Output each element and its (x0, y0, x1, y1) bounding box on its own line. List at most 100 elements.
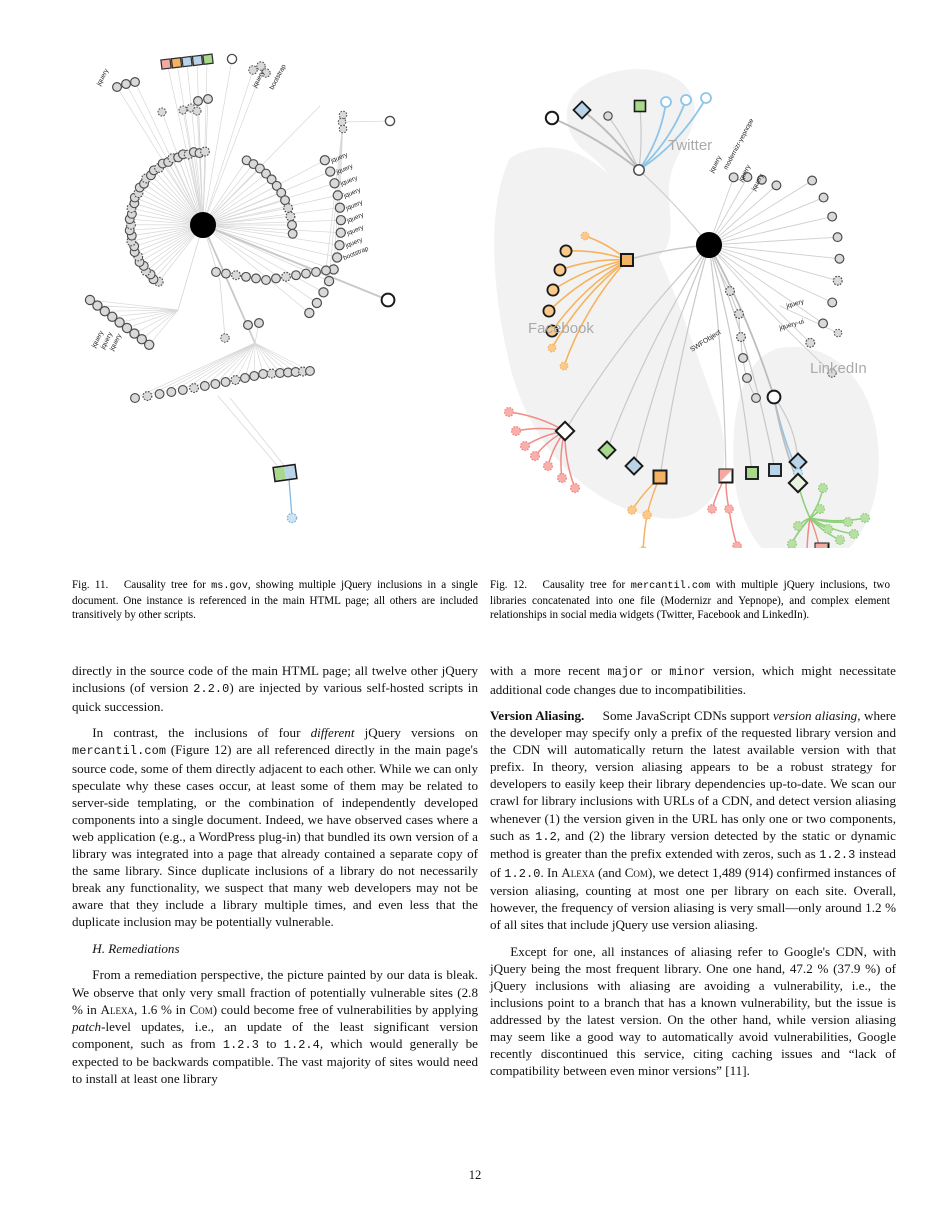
graph-node (323, 275, 335, 287)
graph-edge (638, 99, 687, 171)
graph-edge (244, 342, 256, 379)
figure-11-label: Fig. 11. (72, 579, 109, 591)
graph-node-square (787, 472, 809, 494)
graph-edge (229, 397, 288, 470)
graph-node (569, 482, 581, 494)
graph-node-label: jquery (339, 174, 359, 188)
graph-edge (182, 342, 256, 391)
figure-12-caption-part1: Causality tree for (542, 579, 631, 591)
graph-edge (193, 342, 256, 389)
graph-node (154, 389, 165, 399)
graph-node (221, 268, 231, 279)
graph-node (261, 68, 271, 78)
body-column-left: directly in the source code of the main … (72, 662, 478, 1087)
graph-edge (111, 309, 179, 318)
graph-node (129, 328, 140, 339)
graph-edge (551, 259, 628, 349)
graph-node (319, 155, 331, 166)
graph-node (519, 440, 531, 452)
graph-node (553, 263, 567, 277)
graph-edge (254, 342, 264, 375)
emphasis: version aliasing (773, 708, 858, 724)
graph-node (192, 106, 202, 116)
graph-node (231, 270, 241, 281)
graph-node (742, 172, 753, 183)
paragraph: directly in the source code of the main … (72, 663, 478, 714)
graph-node-square (633, 99, 647, 113)
cluster-label: LinkedIn (810, 360, 867, 377)
graph-node (814, 503, 826, 515)
graph-edge (186, 62, 204, 226)
graph-node (199, 381, 210, 391)
graph-edge (182, 109, 204, 226)
page-number: 12 (468, 1168, 482, 1182)
figure-12-caption: Fig. 12.Causality tree for mercantil.com… (490, 578, 890, 623)
graph-node (660, 96, 672, 108)
graph-edge (202, 224, 318, 304)
graph-node (732, 541, 742, 548)
graph-node (827, 211, 838, 222)
graph-node (792, 520, 804, 532)
graph-node (529, 450, 541, 462)
graph-edge (202, 163, 254, 226)
graph-edge (202, 67, 264, 226)
small-caps: Alexa (561, 864, 595, 880)
graph-node (318, 287, 329, 298)
graph-node-square (788, 452, 808, 472)
figure-12-label: Fig. 12. (490, 579, 528, 591)
graph-edge (254, 342, 273, 374)
graph-node-label: SWFObject (689, 329, 722, 354)
graph-edge (809, 517, 821, 548)
graph-node-square (814, 542, 830, 548)
graph-node (301, 268, 311, 279)
inline-code: 1.2.3 (819, 848, 856, 863)
graph-node (143, 339, 155, 350)
graph-node (707, 504, 717, 514)
graph-node (114, 317, 125, 328)
graph-node (728, 172, 739, 183)
graph-node (696, 232, 722, 258)
graph-node (832, 232, 843, 243)
graph-node (736, 332, 747, 343)
graph-edge (166, 62, 204, 226)
graph-edge (202, 224, 294, 235)
graph-node (603, 111, 613, 121)
graph-node (211, 267, 221, 277)
graph-node (166, 387, 177, 397)
graph-node (818, 318, 829, 329)
figure-12-caption-part2: with multiple jQuery inclusions, two lib… (490, 579, 890, 622)
inline-code: 1.2.3 (222, 1037, 260, 1052)
graph-node-square (181, 55, 193, 68)
graph-node (311, 297, 323, 309)
graph-node (700, 92, 712, 104)
graph-edge (159, 342, 256, 395)
graph-node (121, 322, 133, 334)
graph-node (266, 368, 277, 379)
graph-edge (196, 62, 204, 226)
graph-edge (638, 101, 667, 171)
graph-node (556, 472, 568, 484)
graph-edge (202, 224, 340, 246)
paragraph: From a remediation perspective, the pict… (72, 967, 479, 1087)
graph-node-square (597, 440, 617, 460)
graph-edge (202, 182, 335, 226)
graph-node (805, 337, 816, 348)
graph-node (285, 211, 296, 222)
graph-node (177, 385, 188, 395)
graph-edge (779, 305, 839, 334)
graph-node (742, 373, 753, 384)
graph-node (241, 271, 251, 282)
graph-node (334, 202, 346, 213)
graph-node (337, 117, 347, 127)
paragraph: with a more recent major or minor versio… (490, 663, 896, 697)
graph-node (848, 528, 860, 540)
graph-edge (148, 309, 179, 346)
graph-node (510, 425, 522, 437)
graph-edge (202, 216, 291, 226)
graph-node (827, 297, 838, 308)
graph-node-label: jquery (344, 199, 364, 213)
graph-edge (202, 58, 233, 226)
graph-node (304, 366, 315, 376)
graph-edge (177, 224, 204, 311)
